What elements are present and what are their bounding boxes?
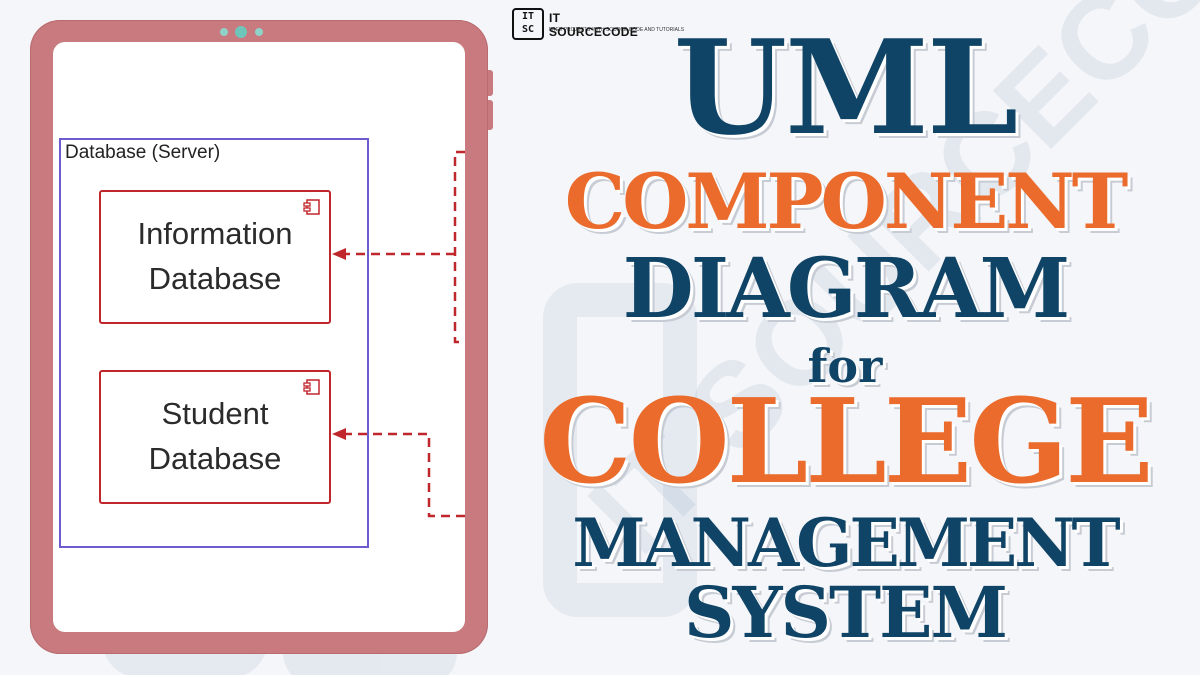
camera-lens [235, 26, 247, 38]
database-server-container: Database (Server) Information Database S… [59, 138, 369, 548]
tablet-screen: Database (Server) Information Database S… [53, 42, 465, 632]
brand-name: IT SOURCECODE [549, 11, 639, 39]
brand-tagline: FREE PROJECTS WITH SOURCE CODE AND TUTOR… [549, 27, 685, 33]
arrowhead [332, 248, 346, 260]
title-component: COMPONENT [564, 157, 1129, 246]
tablet-side-button [488, 100, 493, 130]
camera-dot [255, 28, 263, 36]
dependency-line-information [453, 150, 465, 344]
component-icon [303, 379, 320, 395]
container-label: Database (Server) [65, 142, 221, 163]
title-diagram: DIAGRAM [622, 241, 1071, 337]
student-database-component: Student Database [99, 370, 331, 504]
title-for: for [807, 339, 883, 393]
component-label: Student Database [148, 396, 282, 476]
dependency-line-student [343, 432, 465, 518]
title-management: MANAGEMENT [572, 504, 1120, 582]
component-icon [303, 199, 320, 215]
brand-header: IT SC IT SOURCECODE FREE PROJECTS WITH S… [512, 8, 684, 42]
component-label: Information Database [137, 216, 293, 296]
dependency-lines [332, 150, 465, 518]
tablet-side-button [488, 70, 493, 96]
brand-logo: IT SC [512, 8, 544, 40]
camera-dot [220, 28, 228, 36]
information-database-component: Information Database [99, 190, 331, 324]
title-uml: UML [673, 11, 1019, 164]
title-college: COLLEGE [539, 374, 1153, 510]
arrowhead [332, 428, 346, 440]
title-system: SYSTEM [683, 571, 1008, 654]
